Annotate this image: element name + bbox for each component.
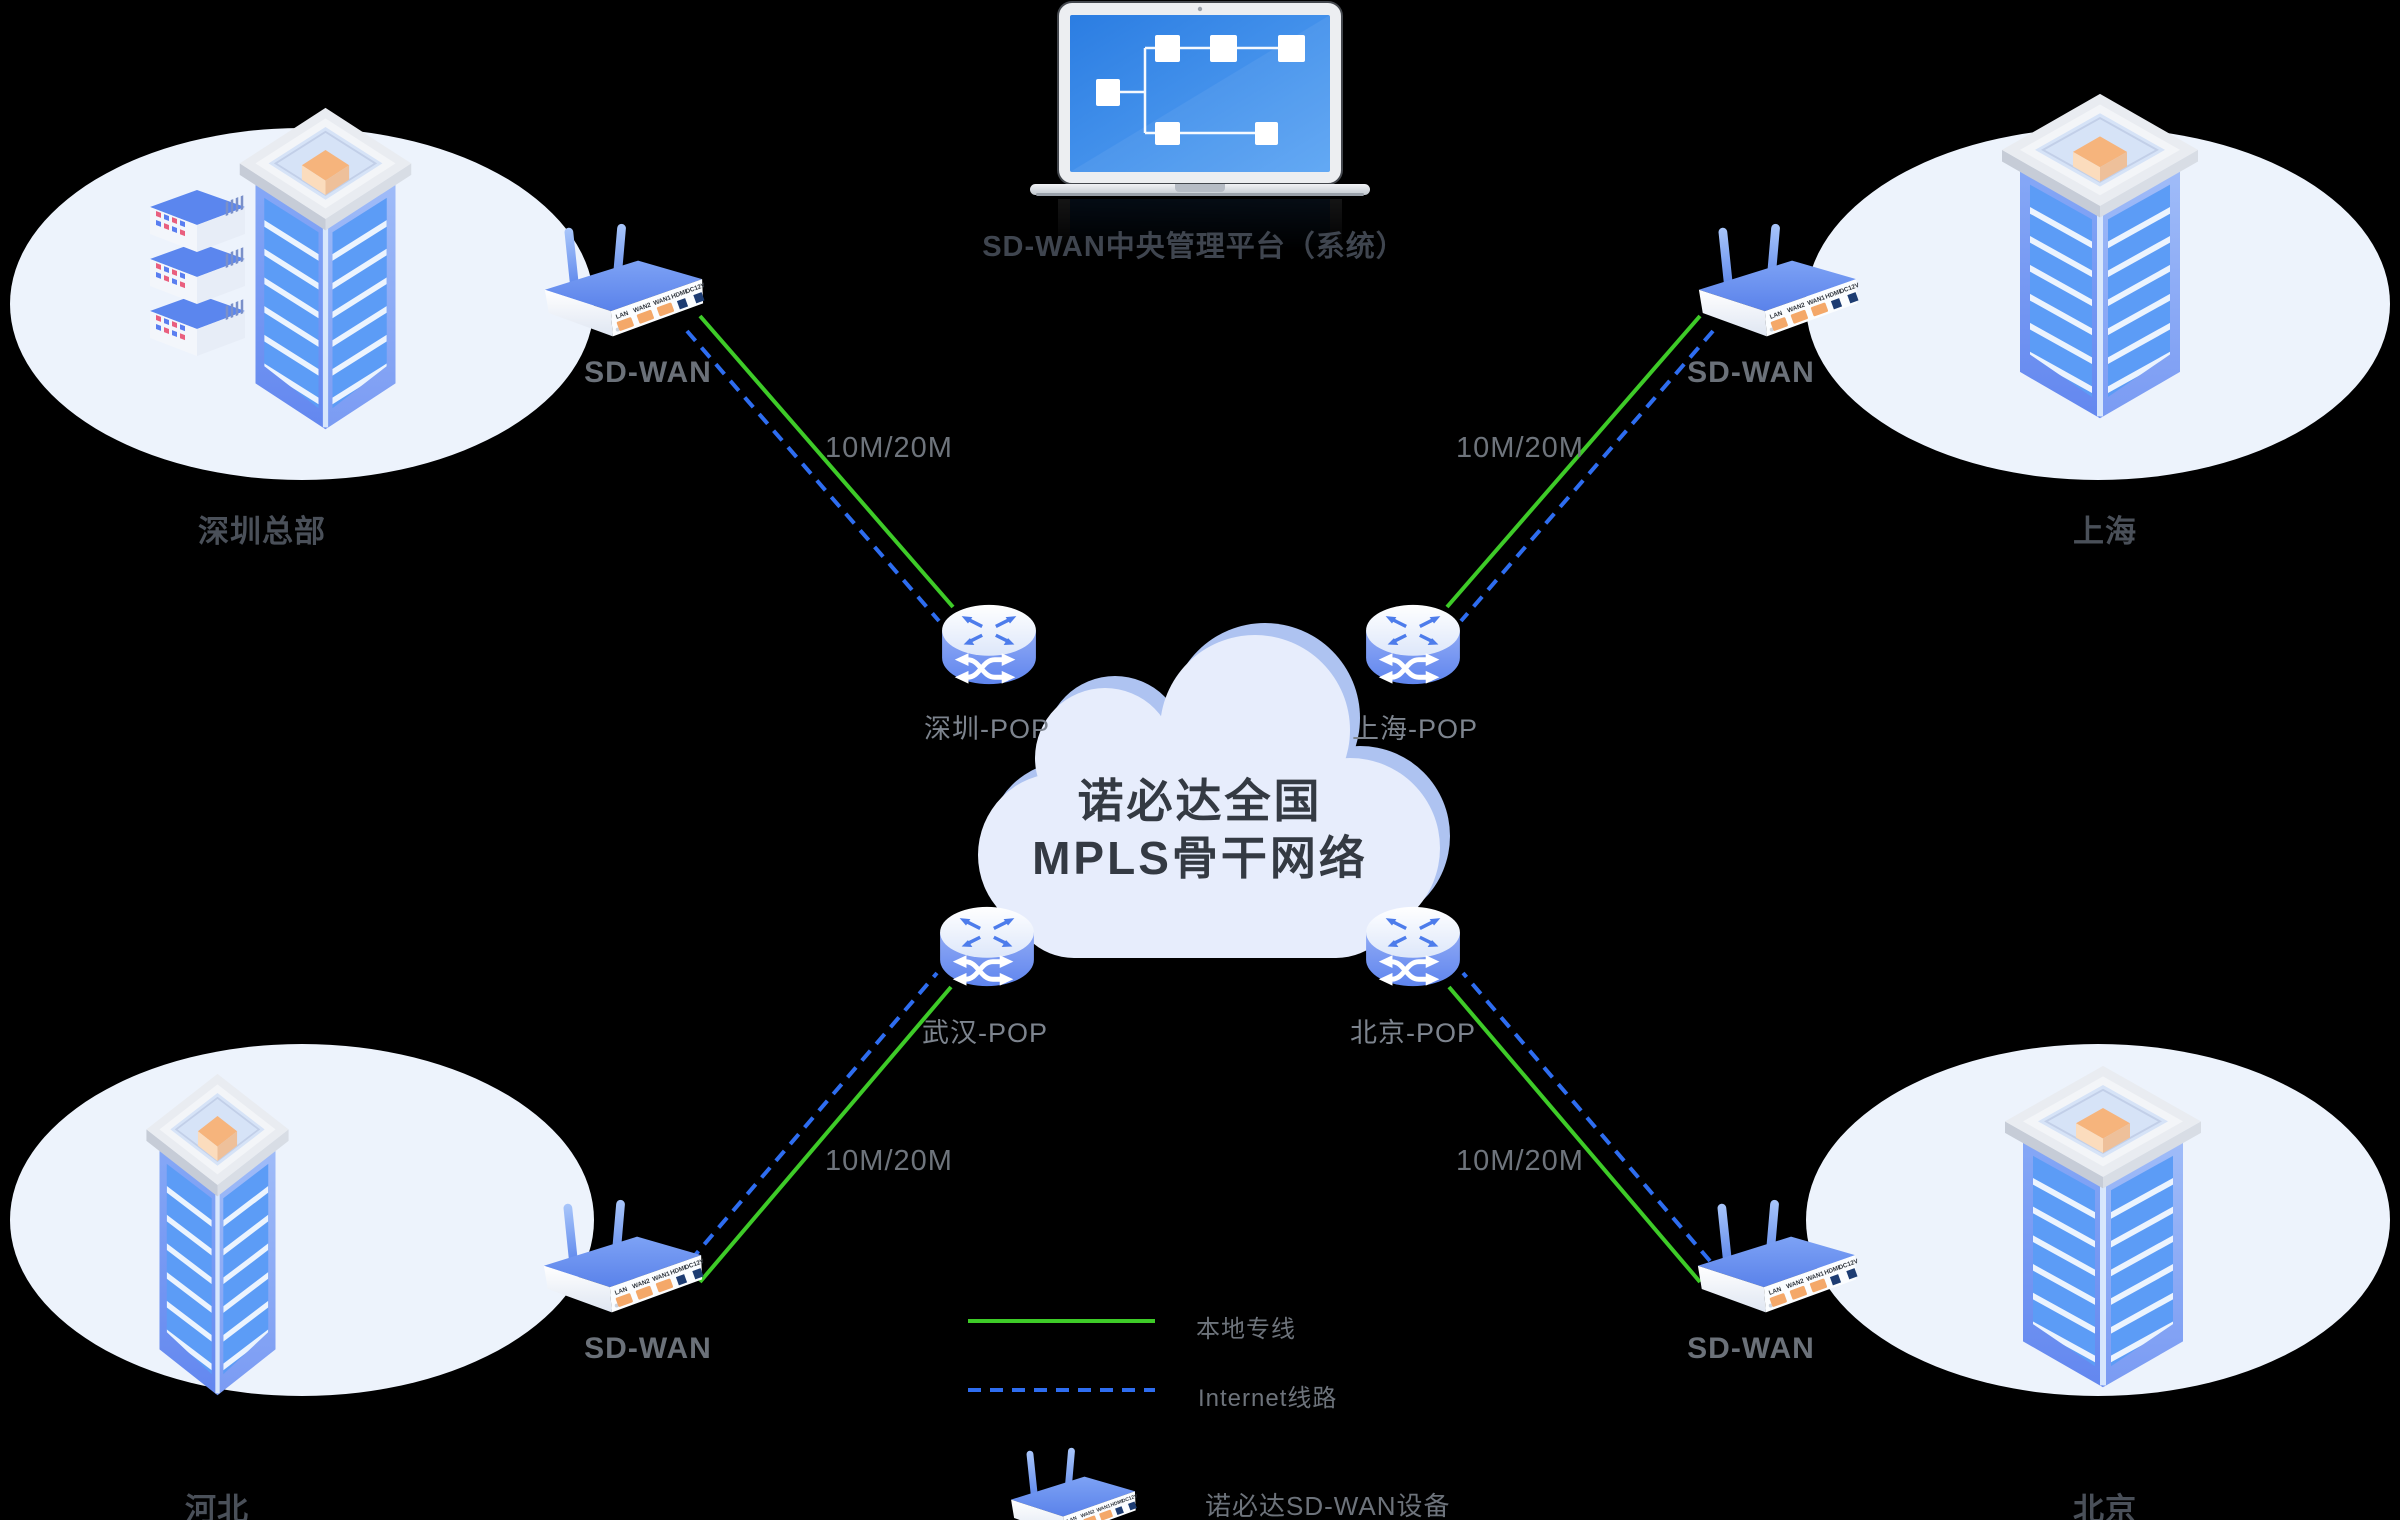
laptop-reflection bbox=[1030, 199, 1370, 269]
link-internet-hebei bbox=[688, 971, 939, 1263]
legend-device-label: 诺必达SD-WAN设备 bbox=[1205, 1491, 1451, 1520]
mpls-cloud bbox=[978, 623, 1450, 958]
city-label-beijing: 北京 bbox=[2073, 1492, 2137, 1520]
laptop-base bbox=[1030, 184, 1370, 196]
laptop-camera-dot bbox=[1197, 6, 1203, 12]
screen-flowchart bbox=[1096, 35, 1305, 145]
site-ellipse-hebei bbox=[10, 1044, 594, 1396]
bandwidth-label-beijing: 10M/20M bbox=[1456, 1145, 1584, 1177]
link-local-beijing bbox=[1447, 985, 1702, 1284]
bandwidth-label-shanghai: 10M/20M bbox=[1456, 432, 1584, 464]
platform-label: SD-WAN中央管理平台（系统） bbox=[982, 231, 1406, 263]
link-local-hebei bbox=[698, 985, 953, 1284]
legend-local-line-label: 本地专线 bbox=[1196, 1316, 1296, 1343]
link-internet-shenzhen bbox=[685, 329, 941, 623]
device-label-hebei: SD-WAN bbox=[584, 1332, 712, 1365]
management-laptop bbox=[1030, 1, 1370, 196]
device-label-shenzhen: SD-WAN bbox=[584, 356, 712, 389]
cloud-title-line1: 诺必达全国 bbox=[1077, 775, 1323, 827]
pop-label-wuhan: 武汉-POP bbox=[921, 1018, 1049, 1048]
pop-label-shenzhen: 深圳-POP bbox=[923, 714, 1051, 744]
link-internet-beijing bbox=[1461, 971, 1712, 1263]
legend-sdwan-device-sample bbox=[1008, 1446, 1138, 1520]
city-label-shanghai: 上海 bbox=[2073, 514, 2137, 549]
cloud-title-line2: MPLS骨干网络 bbox=[1032, 832, 1368, 884]
link-internet-shanghai bbox=[1459, 329, 1715, 623]
pop-label-shanghai: 上海-POP bbox=[1351, 714, 1479, 744]
link-local-shanghai bbox=[1445, 314, 1702, 609]
legend-internet-line-label: Internet线路 bbox=[1198, 1385, 1338, 1412]
pop-label-beijing: 北京-POP bbox=[1349, 1018, 1477, 1048]
cloud-front-layer bbox=[978, 635, 1440, 958]
bandwidth-label-hebei: 10M/20M bbox=[825, 1145, 953, 1177]
city-label-shenzhen: 深圳总部 bbox=[198, 514, 326, 549]
bandwidth-label-shenzhen: 10M/20M bbox=[825, 432, 953, 464]
city-label-hebei: 河北 bbox=[185, 1492, 249, 1520]
link-local-shenzhen bbox=[698, 314, 955, 609]
device-label-shanghai: SD-WAN bbox=[1687, 356, 1815, 389]
device-label-beijing: SD-WAN bbox=[1687, 1332, 1815, 1365]
